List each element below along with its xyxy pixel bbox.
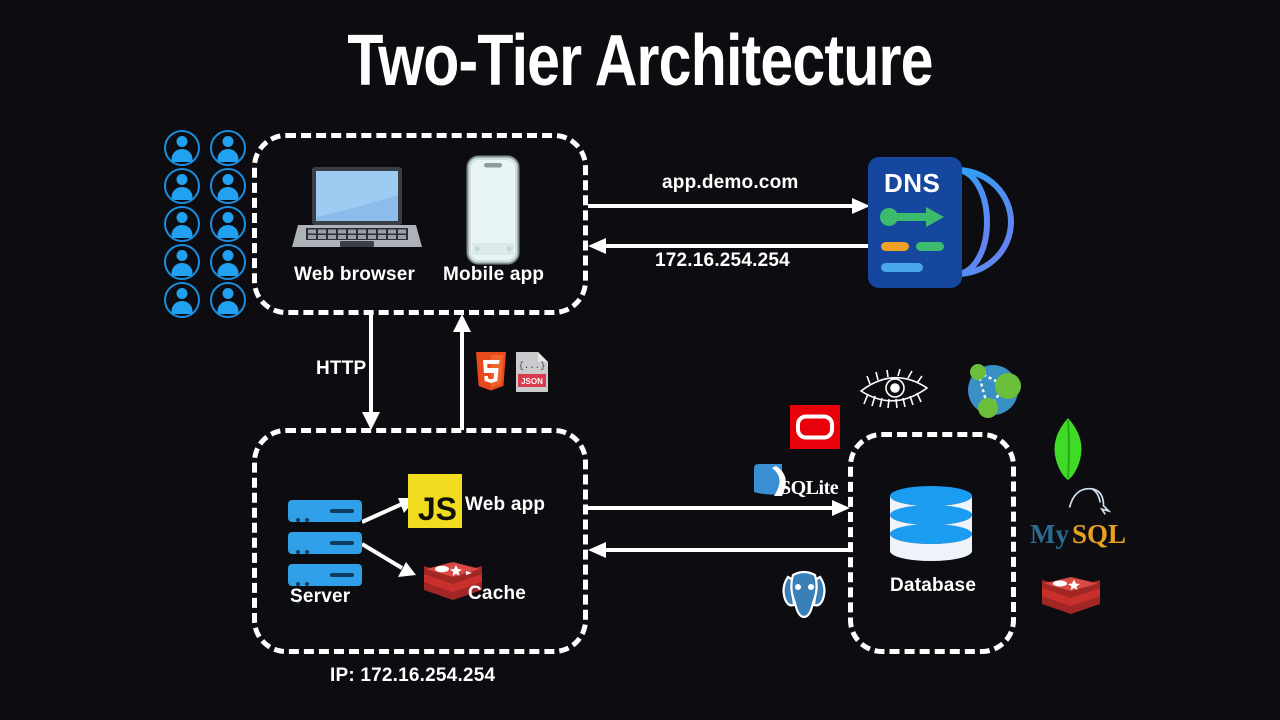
web-app-label: Web app	[465, 494, 546, 515]
server-ip-label: IP: 172.16.254.254	[330, 665, 496, 686]
javascript-icon: JS	[408, 474, 462, 528]
javascript-icon-text: JS	[417, 491, 457, 527]
postgresql-icon	[782, 570, 826, 619]
sql-server-icon	[859, 368, 929, 409]
server-internal-arrows	[362, 498, 416, 577]
database-label: Database	[890, 575, 977, 596]
server-label: Server	[290, 586, 351, 607]
server-rack-icon	[288, 500, 362, 604]
user-icon	[164, 244, 200, 280]
response-arrow-up	[453, 314, 471, 430]
mysql-text-primary: My	[1030, 519, 1069, 549]
mysql-icon: My SQL	[1030, 487, 1126, 550]
user-icon	[210, 130, 246, 166]
http-label: HTTP	[316, 358, 367, 379]
database-cylinder-icon	[890, 486, 972, 561]
redis-icon	[1042, 577, 1100, 614]
http-arrow-down	[362, 314, 380, 430]
page-title: Two-Tier Architecture	[347, 21, 933, 101]
dns-response-label: 172.16.254.254	[655, 250, 790, 271]
server-database-arrows	[588, 500, 850, 558]
user-icon	[210, 282, 246, 318]
dns-card	[868, 157, 962, 288]
mobile-app-label: Mobile app	[443, 264, 545, 285]
sqlite-label: SQLite	[780, 477, 839, 499]
web-browser-label: Web browser	[294, 264, 416, 285]
client-tier-box	[252, 133, 588, 315]
user-icon	[164, 130, 200, 166]
user-icon	[210, 244, 246, 280]
data-tier-box	[848, 432, 1016, 654]
dns-arrows	[588, 198, 870, 254]
svg-text:{...}: {...}	[518, 361, 545, 371]
user-icon	[210, 168, 246, 204]
dns-label: DNS	[884, 168, 941, 198]
neo4j-icon	[968, 364, 1021, 418]
mongodb-icon	[1054, 418, 1082, 480]
sqlite-icon: SQLite	[752, 462, 840, 502]
user-icon	[164, 168, 200, 204]
users-group	[160, 130, 250, 318]
redis-icon	[424, 562, 482, 600]
oracle-icon	[790, 405, 840, 449]
dns-request-label: app.demo.com	[662, 172, 799, 193]
user-icon	[164, 206, 200, 242]
laptop-icon	[292, 167, 422, 247]
svg-text:JSON: JSON	[521, 377, 543, 386]
json-file-icon: {...} JSON	[516, 352, 548, 392]
cache-label: Cache	[468, 583, 527, 604]
mobile-phone-icon	[466, 155, 520, 265]
mysql-text-secondary: SQL	[1072, 519, 1127, 549]
application-tier-box	[252, 428, 588, 654]
globe-icon	[955, 167, 1014, 277]
user-icon	[164, 282, 200, 318]
user-icon	[210, 206, 246, 242]
html5-icon	[476, 352, 506, 391]
